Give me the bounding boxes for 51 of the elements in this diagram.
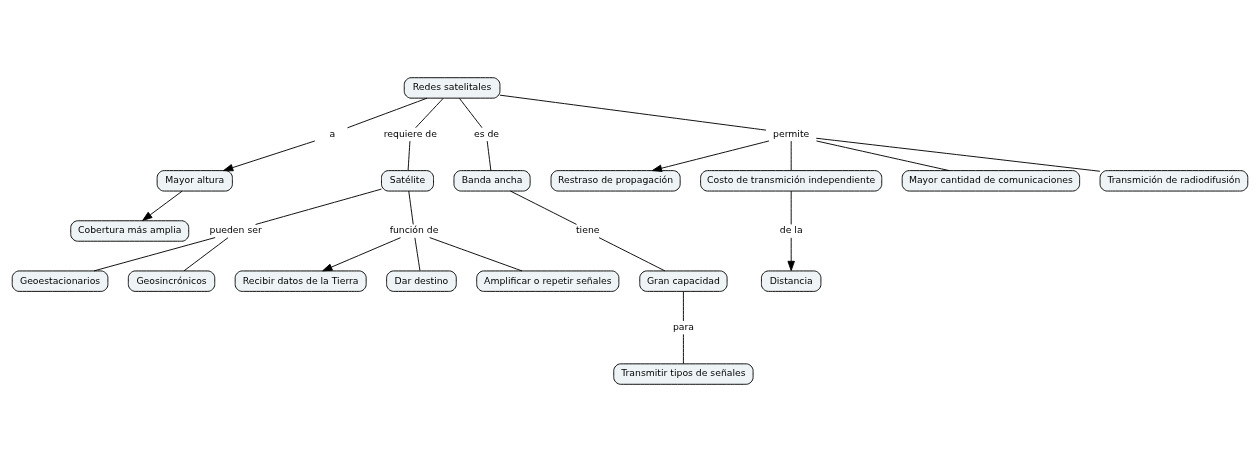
connector [429,237,523,272]
node-text: para [672,320,694,332]
node-box: Costo de transmición independiente [700,170,883,192]
node-text: tiene [575,224,600,236]
connector [682,291,684,322]
node-text: permite [773,127,810,139]
arrow [322,237,402,272]
arrow [223,140,316,172]
connector [347,97,428,129]
node-box: Redes satelitales [403,77,501,99]
node-box: Geoestacionarios [11,270,109,292]
connector [815,137,1101,172]
connector [510,190,577,225]
connector [255,188,382,225]
node-box: Banda ancha [453,170,531,192]
node-box: Mayor cantidad de comunicaciones [901,170,1081,192]
node-box: Mayor altura [156,170,233,192]
connector [816,140,950,172]
connector [598,237,666,272]
node-text: requiere de [383,127,437,139]
connector [408,190,414,225]
node-box: Geosincrónicos [127,270,216,292]
node-box: Restraso de propagación [550,170,681,192]
connector [93,237,216,272]
node-box: Gran capacidad [639,270,728,292]
connector [415,97,444,129]
connector [499,94,767,131]
node-box: Transmición de radiodifusión [1099,170,1249,192]
connector [790,190,792,225]
node-box: Amplificar o repetir señales [476,270,620,292]
node-box: Distancia [761,270,822,292]
arrow [787,237,795,272]
node-box: Recibir datos de la Tierra [234,270,367,292]
connector [458,97,483,129]
node-text: pueden ser [209,224,262,236]
arrow [142,190,183,221]
arrow [651,140,770,172]
node-box: Dar destino [386,270,457,292]
node-text: a [329,127,336,139]
node-text: función de [389,224,439,236]
node-box: Transmitir tipos de señales [613,363,754,385]
node-box: Cobertura más amplia [70,220,190,242]
node-box: Satélite [381,170,434,192]
node-text: es de [473,127,499,139]
connector [682,333,684,365]
connector [183,237,229,272]
connector [486,140,492,171]
connector [414,237,421,272]
node-text: de la [779,224,803,236]
connector [790,140,792,171]
connector [407,140,411,171]
